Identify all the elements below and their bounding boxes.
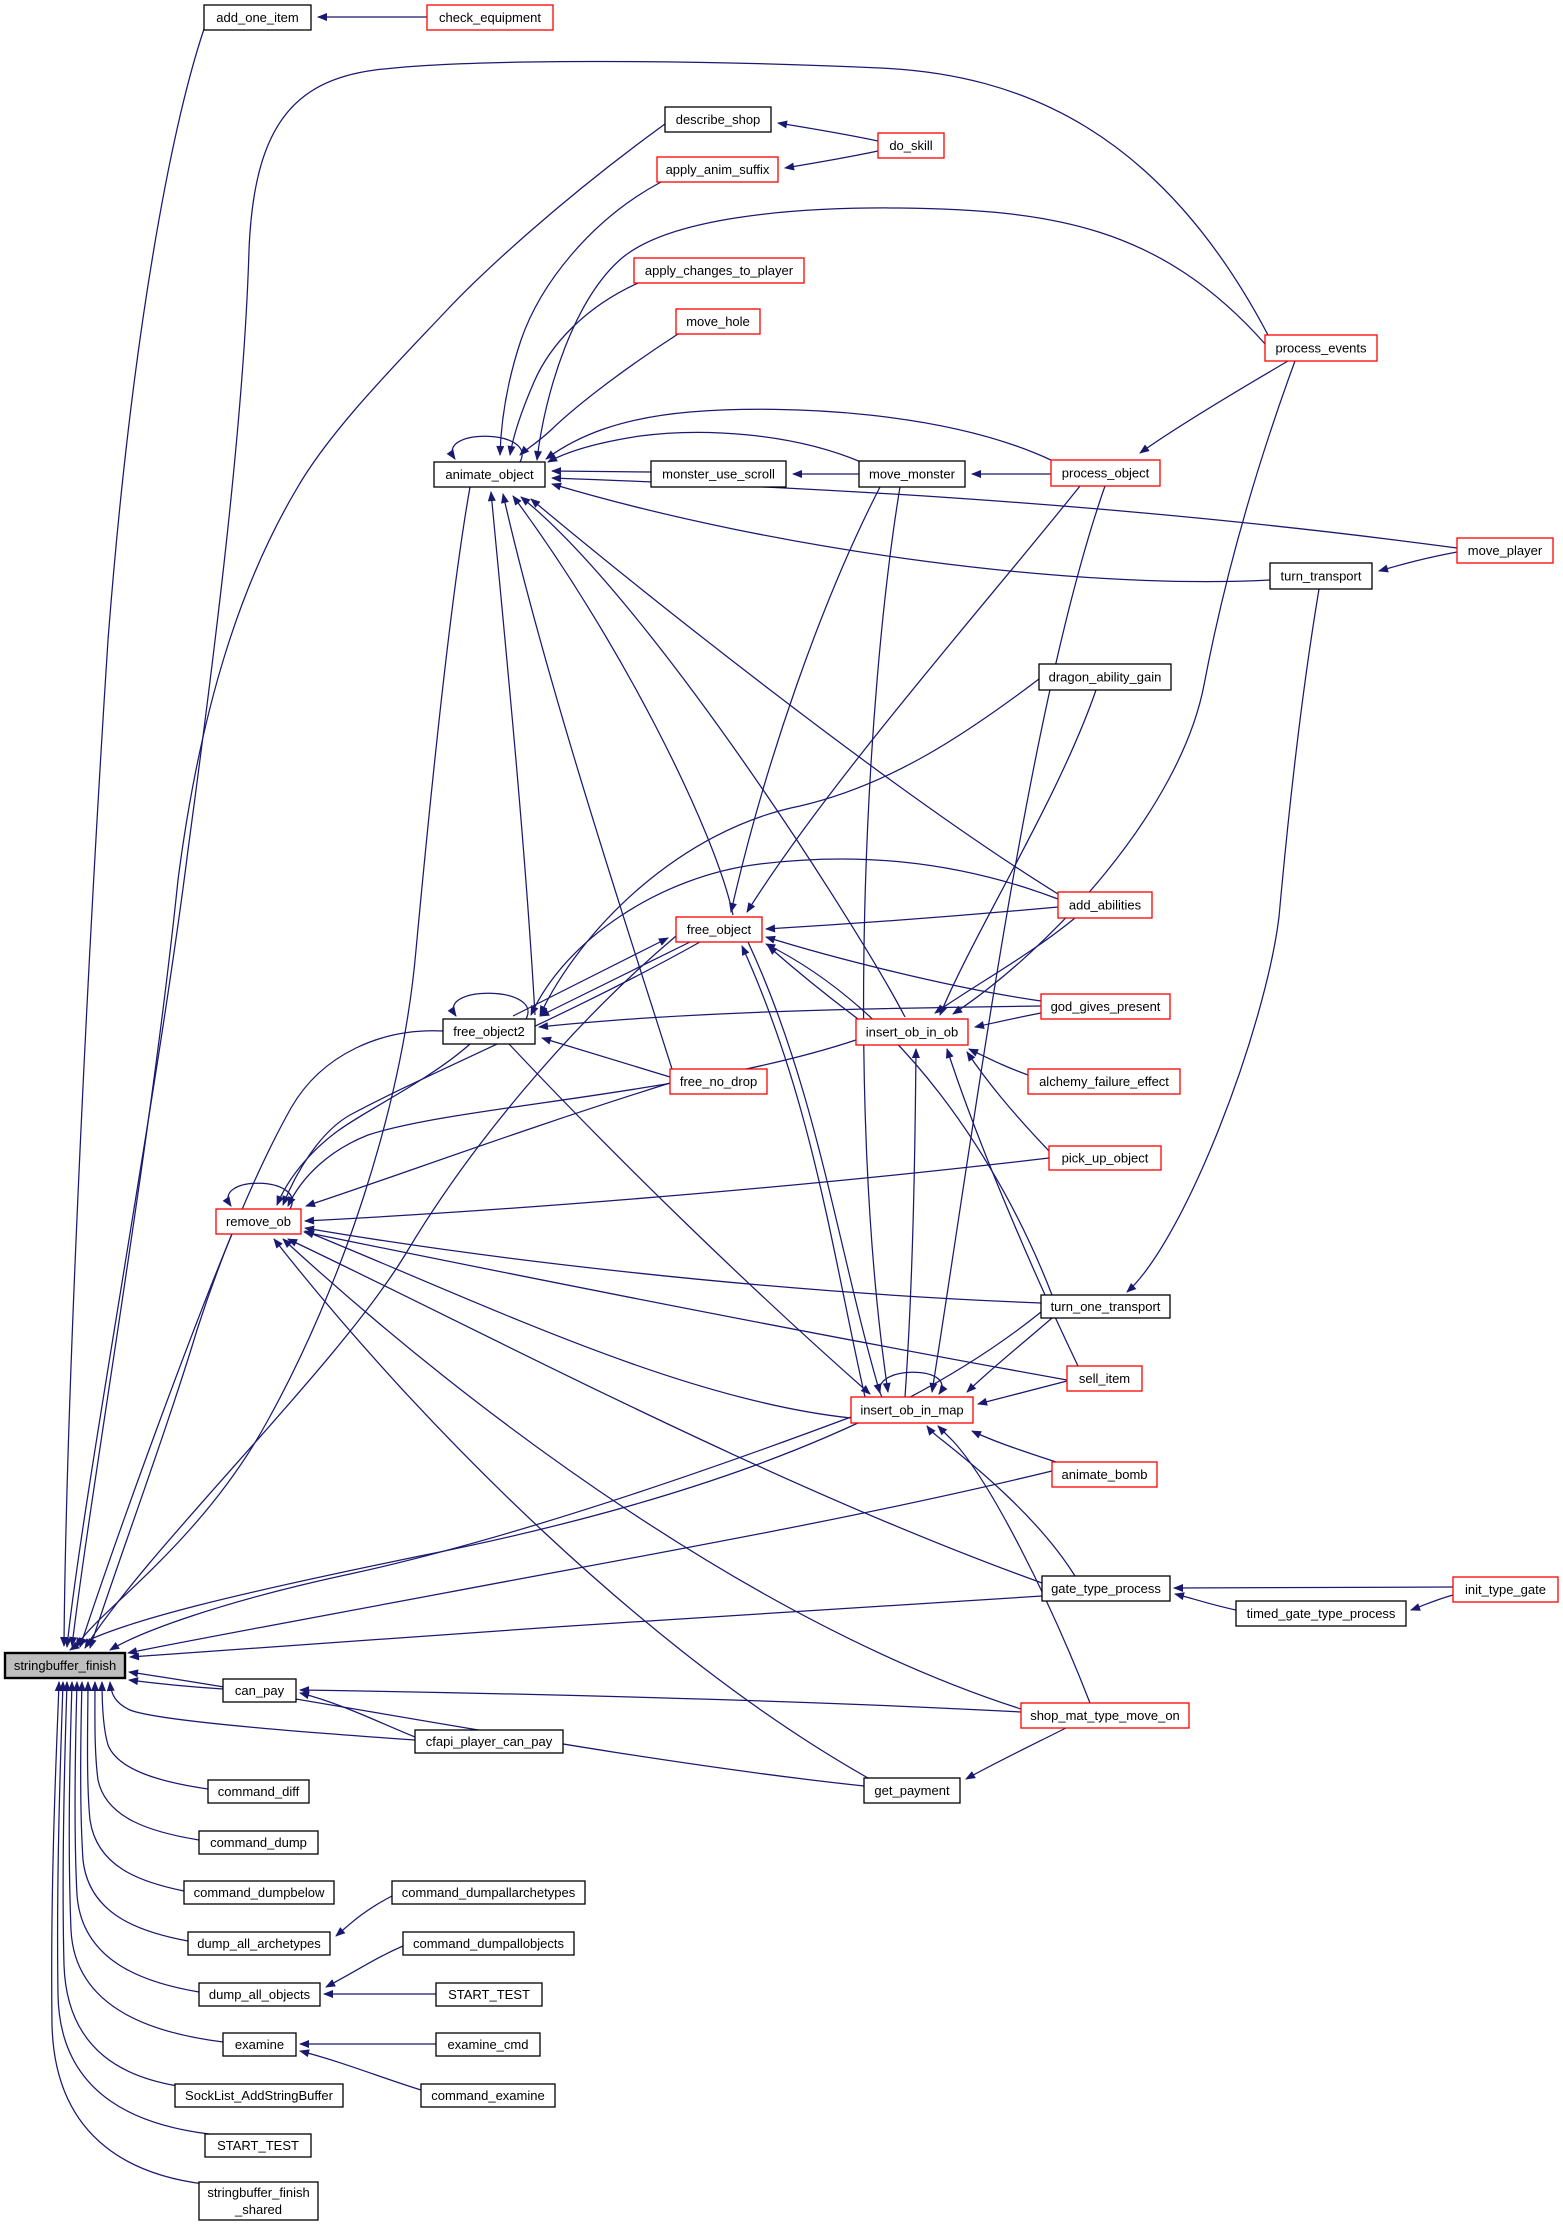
svg-text:command_dump: command_dump [210,1835,307,1850]
svg-text:START_TEST: START_TEST [448,1987,530,2002]
svg-text:shop_mat_type_move_on: shop_mat_type_move_on [1030,1708,1180,1723]
svg-text:alchemy_failure_effect: alchemy_failure_effect [1039,1074,1169,1089]
svg-text:examine_cmd: examine_cmd [448,2037,529,2052]
svg-text:free_no_drop: free_no_drop [680,1074,757,1089]
svg-text:timed_gate_type_process: timed_gate_type_process [1247,1606,1396,1621]
svg-text:remove_ob: remove_ob [226,1214,291,1229]
svg-text:init_type_gate: init_type_gate [1465,1582,1546,1597]
svg-text:command_dumpallobjects: command_dumpallobjects [413,1936,565,1951]
svg-text:move_player: move_player [1468,543,1543,558]
svg-text:apply_anim_suffix: apply_anim_suffix [666,162,770,177]
svg-text:god_gives_present: god_gives_present [1051,999,1161,1014]
svg-text:free_object2: free_object2 [453,1024,525,1039]
svg-text:START_TEST: START_TEST [217,2138,299,2153]
svg-text:dragon_ability_gain: dragon_ability_gain [1049,670,1162,685]
svg-text:move_hole: move_hole [686,314,750,329]
svg-text:stringbuffer_finish: stringbuffer_finish [207,2185,309,2200]
svg-text:process_events: process_events [1275,341,1367,356]
svg-text:command_dumpallarchetypes: command_dumpallarchetypes [402,1885,576,1900]
svg-text:animate_object: animate_object [445,467,534,482]
svg-text:turn_one_transport: turn_one_transport [1051,1299,1161,1314]
svg-text:command_diff: command_diff [218,1784,300,1799]
svg-text:dump_all_archetypes: dump_all_archetypes [197,1936,321,1951]
svg-text:command_examine: command_examine [431,2088,544,2103]
svg-text:cfapi_player_can_pay: cfapi_player_can_pay [426,1734,553,1749]
svg-text:free_object: free_object [687,922,752,937]
svg-text:animate_bomb: animate_bomb [1062,1467,1148,1482]
svg-text:sell_item: sell_item [1079,1371,1130,1386]
svg-text:process_object: process_object [1062,466,1150,481]
svg-text:move_monster: move_monster [869,467,956,482]
svg-text:pick_up_object: pick_up_object [1062,1151,1149,1166]
svg-text:turn_transport: turn_transport [1281,569,1362,584]
svg-text:command_dumpbelow: command_dumpbelow [194,1885,325,1900]
svg-text:SockList_AddStringBuffer: SockList_AddStringBuffer [185,2088,334,2103]
svg-text:get_payment: get_payment [874,1783,950,1798]
svg-text:dump_all_objects: dump_all_objects [209,1987,311,2002]
svg-text:check_equipment: check_equipment [439,10,541,25]
svg-text:insert_ob_in_ob: insert_ob_in_ob [866,1025,959,1040]
svg-text:stringbuffer_finish: stringbuffer_finish [14,1658,116,1673]
svg-text:examine: examine [235,2037,284,2052]
svg-text:_shared: _shared [234,2202,282,2217]
svg-text:insert_ob_in_map: insert_ob_in_map [860,1403,963,1418]
svg-text:describe_shop: describe_shop [676,112,761,127]
svg-text:monster_use_scroll: monster_use_scroll [662,467,775,482]
svg-text:apply_changes_to_player: apply_changes_to_player [645,263,794,278]
svg-text:can_pay: can_pay [235,1683,285,1698]
svg-text:do_skill: do_skill [889,138,932,153]
svg-text:add_abilities: add_abilities [1069,898,1142,913]
svg-text:add_one_item: add_one_item [216,10,298,25]
svg-text:gate_type_process: gate_type_process [1051,1581,1161,1596]
